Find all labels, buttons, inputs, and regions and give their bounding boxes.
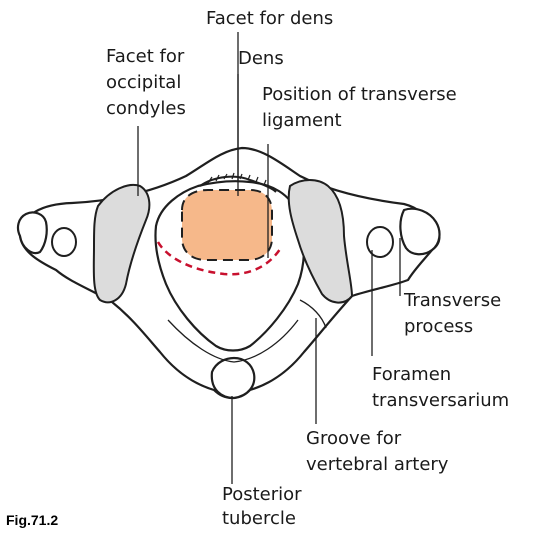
label-facet-for-dens: Facet for dens [206,8,333,30]
label-posterior-tubercle-line1: Posterior [222,484,302,506]
label-foramen-line1: Foramen [372,364,451,386]
figure-number: Fig.71.2 [6,512,58,528]
label-facet-occipital-line3: condyles [106,98,186,120]
label-facet-occipital-line2: occipital [106,72,181,94]
label-posterior-tubercle-line2: tubercle [222,508,296,530]
right-transverse-process [400,209,439,255]
dens-shape [182,190,272,260]
label-transverse-ligament-line1: Position of transverse [262,84,457,106]
foramen-right [367,227,393,257]
label-groove-line1: Groove for [306,428,401,450]
label-dens: Dens [238,48,284,70]
label-foramen-line2: transversarium [372,390,509,412]
foramen-left [52,228,76,256]
label-transverse-process-line2: process [404,316,473,338]
label-transverse-ligament-line2: ligament [262,110,342,132]
label-groove-line2: vertebral artery [306,454,448,476]
left-transverse-process [18,212,47,253]
label-facet-occipital-line1: Facet for [106,46,184,68]
posterior-tubercle-shape [212,358,255,398]
label-transverse-process-line1: Transverse [404,290,501,312]
